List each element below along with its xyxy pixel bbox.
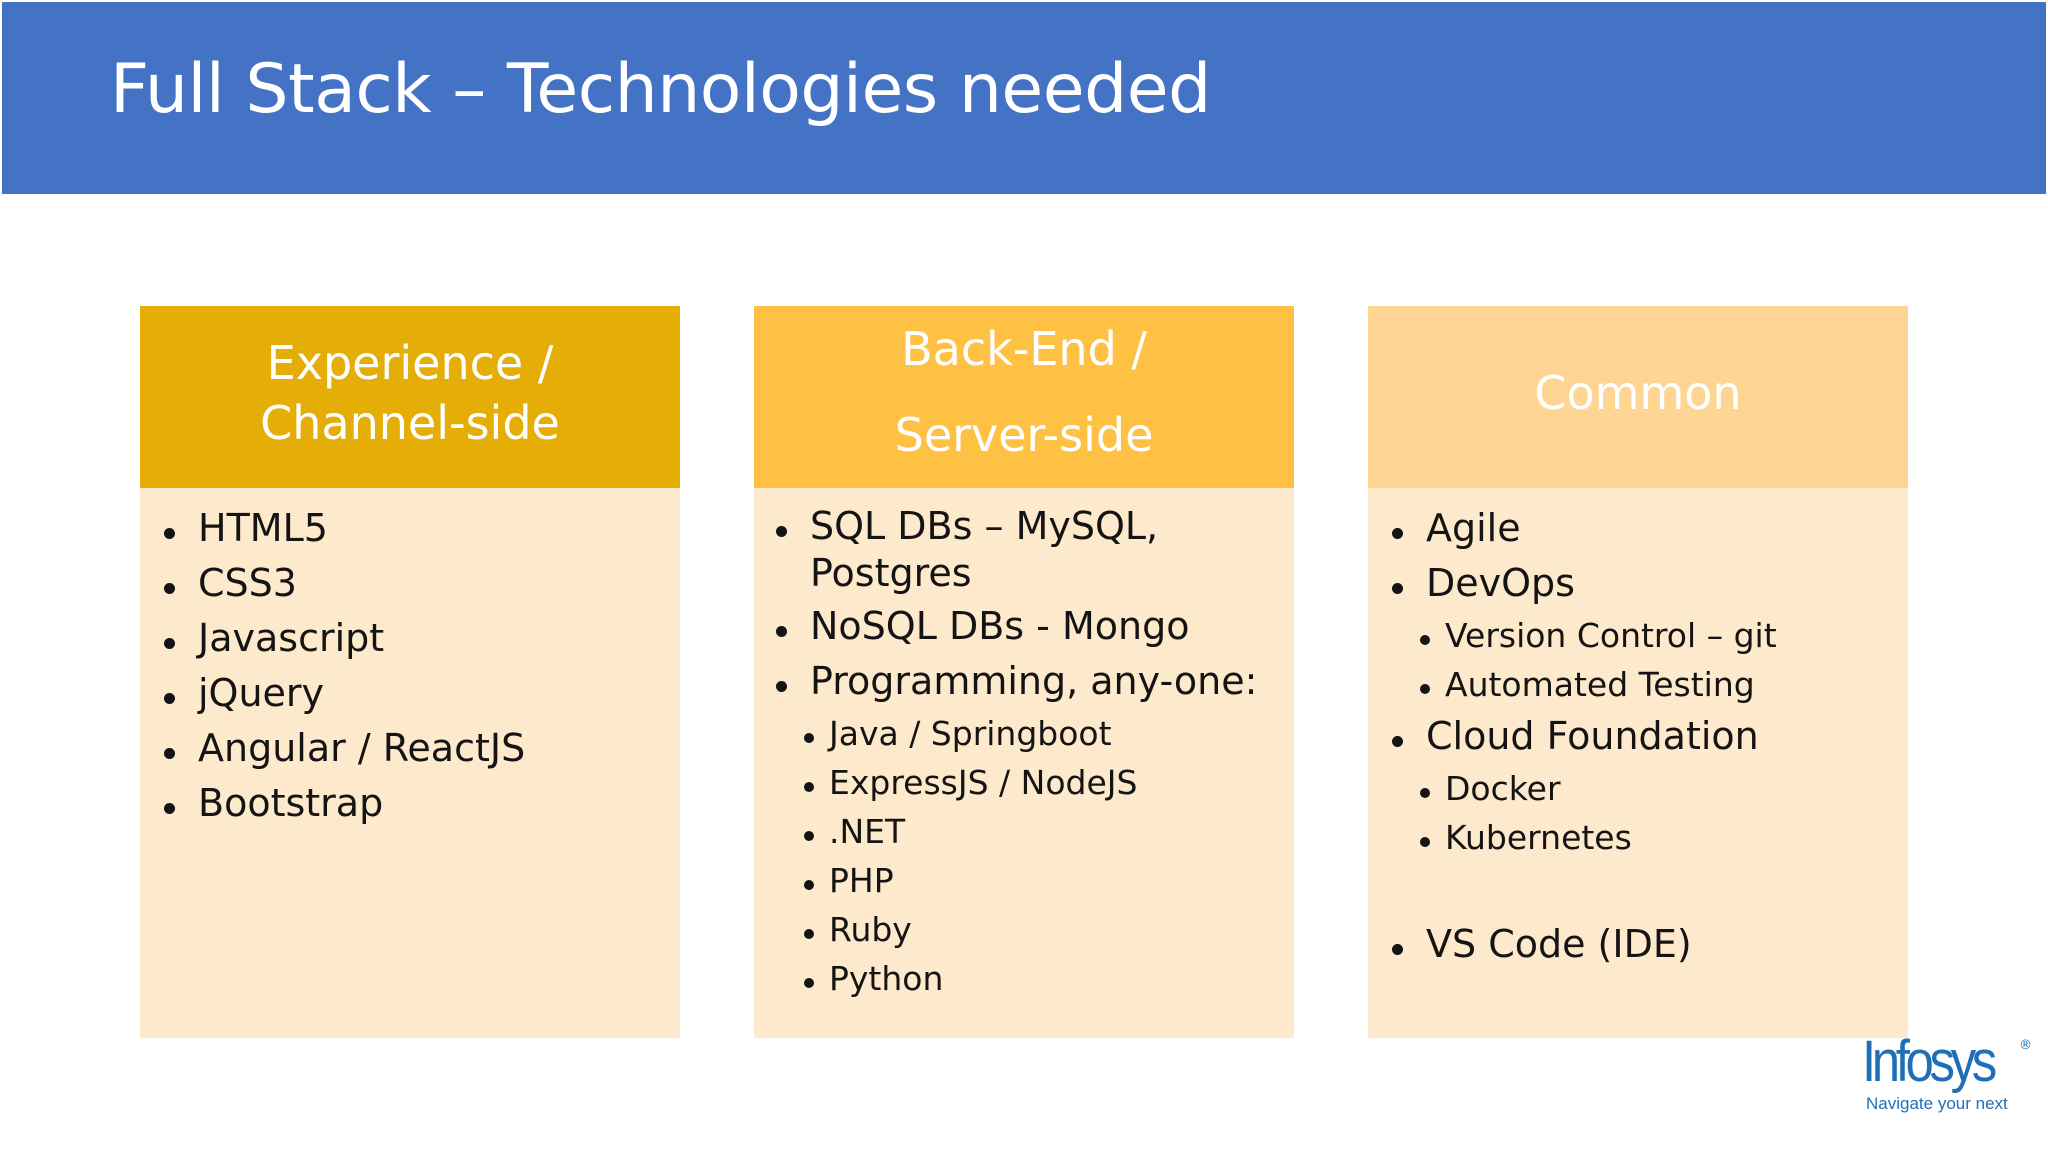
bullet-icon xyxy=(164,528,175,539)
bullet-icon xyxy=(1392,583,1403,594)
bullet-icon xyxy=(1392,944,1403,955)
experience-card-header: Experience / Channel-side xyxy=(140,306,680,488)
logo-wordmark: Infosys xyxy=(1862,1029,1997,1094)
card-header-line: Common xyxy=(1534,366,1742,420)
slide-title: Full Stack – Technologies needed xyxy=(110,50,1211,129)
list-item: Angular / ReactJS xyxy=(164,726,525,770)
list-item: SQL DBs – MySQL, xyxy=(776,504,1158,548)
sub-list-item: Ruby xyxy=(804,910,912,949)
bullet-icon xyxy=(776,526,787,537)
card-header-line: Channel-side xyxy=(260,396,560,450)
sub-list-item: ExpressJS / NodeJS xyxy=(804,763,1137,802)
list-item: Agile xyxy=(1392,506,1521,550)
sub-list-item: Docker xyxy=(1420,769,1561,808)
title-bar: Full Stack – Technologies needed xyxy=(2,2,2046,194)
logo-tagline: Navigate your next xyxy=(1866,1094,2008,1113)
experience-card: Experience / Channel-side HTML5 CSS3 Jav… xyxy=(140,306,680,1038)
bullet-icon xyxy=(804,831,814,841)
list-item: Programming, any-one: xyxy=(776,659,1257,703)
bullet-icon xyxy=(1420,788,1430,798)
list-item: VS Code (IDE) xyxy=(1392,922,1692,966)
backend-card: Back-End / Server-side SQL DBs – MySQL, … xyxy=(754,306,1294,1038)
bullet-icon xyxy=(804,978,814,988)
bullet-icon xyxy=(804,782,814,792)
list-item: DevOps xyxy=(1392,561,1575,605)
card-header-line: Server-side xyxy=(894,408,1154,462)
bullet-icon xyxy=(164,583,175,594)
infosys-logo: Infosys ® Navigate your next xyxy=(1862,1028,2032,1118)
list-item-continuation: Postgres xyxy=(810,551,972,595)
list-item: Javascript xyxy=(164,616,384,660)
sub-list-item: Version Control – git xyxy=(1420,616,1777,655)
bullet-icon xyxy=(1420,684,1430,694)
list-item: Cloud Foundation xyxy=(1392,714,1759,758)
bullet-icon xyxy=(776,626,787,637)
common-card-header: Common xyxy=(1368,306,1908,488)
card-header-line: Back-End / xyxy=(901,322,1147,376)
list-item: jQuery xyxy=(164,671,324,715)
list-item: NoSQL DBs - Mongo xyxy=(776,604,1189,648)
bullet-icon xyxy=(804,929,814,939)
sub-list-item: Python xyxy=(804,959,943,998)
sub-list-item: Automated Testing xyxy=(1420,665,1755,704)
backend-card-header: Back-End / Server-side xyxy=(754,306,1294,488)
bullet-icon xyxy=(164,638,175,649)
bullet-icon xyxy=(776,681,787,692)
sub-list-item: Java / Springboot xyxy=(804,714,1112,753)
bullet-icon xyxy=(1392,736,1403,747)
bullet-icon xyxy=(164,693,175,704)
bullet-icon xyxy=(804,880,814,890)
sub-list-item: .NET xyxy=(804,812,905,851)
registered-mark: ® xyxy=(2019,1038,2032,1053)
list-item: Bootstrap xyxy=(164,781,383,825)
bullet-icon xyxy=(804,733,814,743)
list-item: HTML5 xyxy=(164,506,328,550)
bullet-icon xyxy=(164,803,175,814)
card-header-line: Experience / xyxy=(266,336,554,390)
bullet-icon xyxy=(1392,528,1403,539)
bullet-icon xyxy=(1420,837,1430,847)
bullet-icon xyxy=(164,748,175,759)
list-item: CSS3 xyxy=(164,561,297,605)
bullet-icon xyxy=(1420,635,1430,645)
sub-list-item: Kubernetes xyxy=(1420,818,1632,857)
sub-list-item: PHP xyxy=(804,861,894,900)
common-card: Common Agile DevOps Version Control – gi… xyxy=(1368,306,1908,1038)
